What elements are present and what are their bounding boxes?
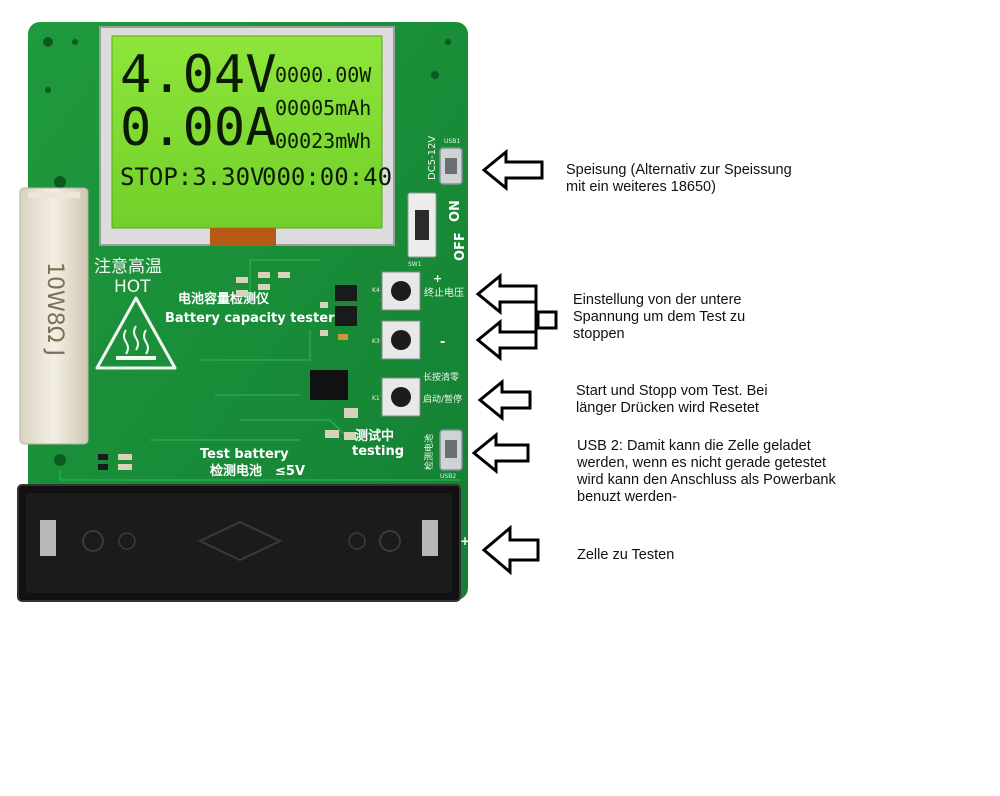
lcd-screen: [111, 35, 383, 229]
switch-ref-label: SW1: [408, 261, 422, 268]
usb2-label: USB2: [440, 473, 456, 480]
arrow-button-k4: [475, 272, 538, 316]
annotation-start-stop: Start und Stopp vom Test. Bei länger Drü…: [576, 383, 768, 416]
test-battery-en: Test battery: [200, 447, 289, 462]
holder-diamond: [197, 520, 283, 562]
load-resistor: [19, 187, 89, 445]
test-battery-limit: ≤5V: [275, 464, 305, 479]
hot-surface-icon: [95, 296, 177, 370]
switch-on-label: ON: [448, 200, 463, 222]
detect-battery-label: 检测电池: [423, 434, 435, 470]
usb1-label: USB1: [444, 138, 460, 145]
test-battery-cn: 检测电池: [210, 463, 262, 479]
power-switch-knob: [415, 210, 429, 240]
lcd-power: 0000.00W: [275, 63, 372, 87]
k4-label: K4: [372, 287, 380, 294]
button-k3: [381, 320, 421, 360]
smd-components: [98, 272, 358, 470]
battery-contact-negative: [40, 520, 56, 556]
usb2-port-inner: [445, 440, 457, 458]
resistor-cap-top: [28, 192, 80, 198]
k4-plus: +: [433, 272, 442, 285]
arrow-bracket: [534, 294, 558, 348]
annotation-cell: Zelle zu Testen: [577, 547, 675, 563]
holder-plus-label: +: [460, 534, 470, 548]
testing-en: testing: [352, 444, 404, 459]
board-title-cn: 电池容量检测仪: [178, 291, 270, 307]
button-k1: [381, 377, 421, 417]
usb1-port-inner: [445, 158, 457, 174]
k1-label: K1: [372, 395, 380, 402]
arrow-usb2: [471, 431, 530, 475]
battery-contact-positive: [422, 520, 438, 556]
arrow-start-stop: [477, 378, 532, 422]
arrow-button-k3: [475, 318, 538, 362]
arrow-cell: [481, 524, 540, 576]
k4-stop-voltage: 终止电压: [424, 286, 464, 299]
hot-warning-cn: 注意高温: [94, 257, 162, 277]
lcd-energy: 00023mWh: [275, 129, 371, 153]
holder-hole-right: [379, 530, 401, 552]
button-k4: [381, 271, 421, 311]
lcd-current: 0.00A: [120, 98, 277, 158]
testing-cn: 测试中: [355, 428, 394, 444]
dc-input-label: DC5-12V: [427, 136, 438, 180]
k3-label: K3: [372, 338, 380, 345]
lcd-time: 000:00:40: [262, 163, 392, 191]
holder-hole-left: [82, 530, 104, 552]
resistor-label: 10W8Ω J: [42, 262, 67, 356]
annotation-supply: Speisung (Alternativ zur Speissung mit e…: [566, 162, 792, 195]
k3-minus: -: [440, 335, 445, 350]
hot-warning-en: HOT: [114, 277, 151, 297]
lcd-voltage: 4.04V: [120, 45, 277, 105]
lcd-stop-voltage: STOP:3.30V: [120, 163, 265, 191]
switch-off-label: OFF: [453, 232, 468, 261]
annotation-usb2: USB 2: Damit kann die Zelle geladet werd…: [577, 438, 836, 505]
board-title-en: Battery capacity tester: [165, 311, 335, 326]
battery-holder-inner: [26, 493, 452, 593]
annotation-voltage-setting: Einstellung von der untere Spannung um d…: [573, 292, 746, 342]
k1-start-pause: 启动/暂停: [423, 393, 462, 405]
mounting-holes: [43, 37, 451, 466]
k1-long-press: 长按清零: [423, 371, 459, 383]
lcd-capacity: 00005mAh: [275, 96, 371, 120]
pcb-traces: [59, 259, 460, 481]
lcd-ribbon: [210, 228, 276, 246]
holder-minus-mark: [118, 532, 136, 550]
holder-plus-mark: [348, 532, 366, 550]
arrow-supply: [481, 148, 544, 192]
